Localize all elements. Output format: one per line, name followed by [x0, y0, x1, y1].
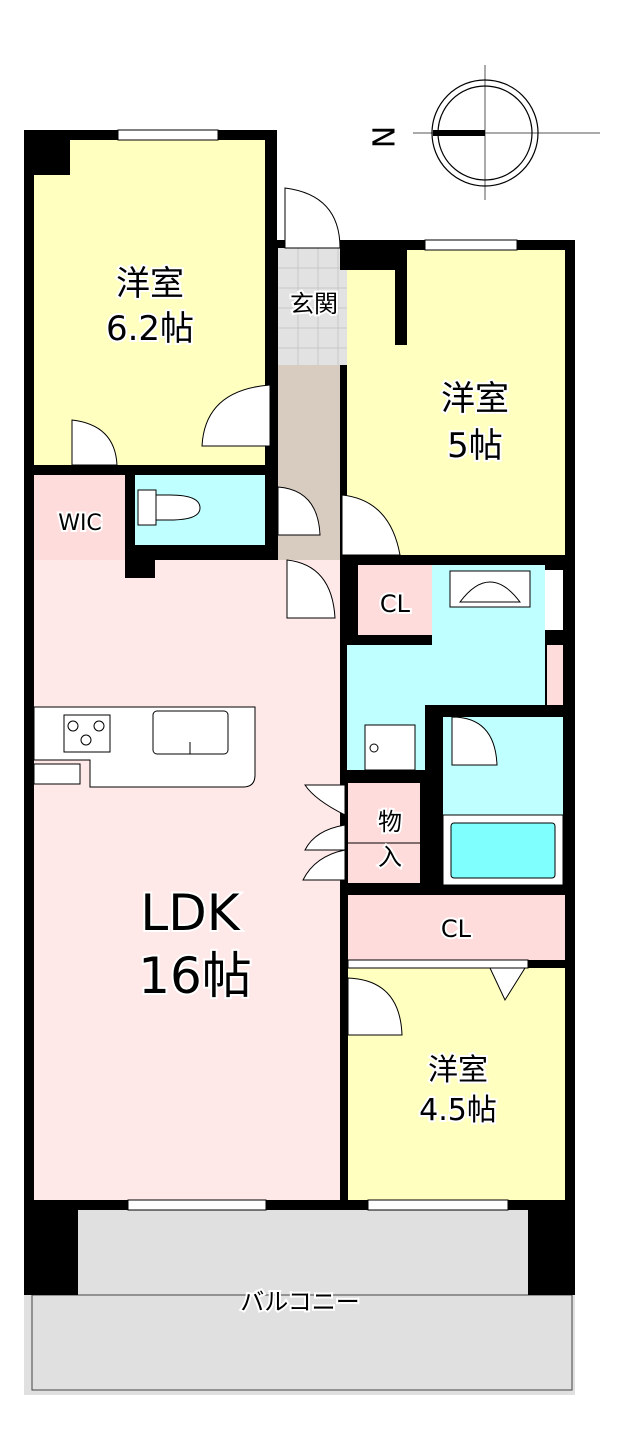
front-door[interactable]	[284, 187, 341, 249]
closet-label: CL	[380, 590, 411, 618]
compass-north-label: N	[368, 126, 403, 148]
room-name-label: LDK	[140, 884, 240, 942]
room-western-5	[347, 250, 565, 555]
room-name-label: 洋室	[428, 1053, 488, 1088]
room-name-label: 洋室	[116, 264, 184, 304]
bathtub-icon	[450, 822, 556, 879]
room-size-label: 6.2帖	[106, 309, 194, 349]
door[interactable]	[341, 494, 401, 556]
storage-label: 物	[378, 808, 402, 836]
closet-1	[358, 565, 432, 635]
window	[117, 129, 219, 141]
storage	[348, 783, 420, 883]
window	[127, 1199, 267, 1211]
room-size-label: 4.5帖	[419, 1093, 497, 1128]
room-name-label: 洋室	[441, 379, 509, 419]
room-size-label: 16帖	[138, 947, 252, 1005]
door[interactable]	[277, 486, 321, 536]
room-size-label: 5帖	[447, 426, 503, 466]
window	[424, 239, 518, 251]
storage-doors[interactable]	[302, 784, 346, 881]
entrance-label: 玄関	[290, 290, 338, 318]
toilet-icon	[137, 489, 201, 526]
washroom	[347, 565, 545, 770]
stove-icon	[63, 714, 111, 753]
room-ldk	[34, 560, 340, 1200]
storage-label: 入	[378, 843, 402, 871]
window	[367, 1199, 509, 1211]
door[interactable]	[451, 716, 498, 766]
wic	[34, 475, 125, 565]
kitchen-counter	[33, 706, 256, 788]
closet-2	[348, 895, 565, 960]
balcony-label: バルコニー	[240, 1288, 360, 1316]
door[interactable]	[286, 559, 336, 619]
balcony	[24, 1200, 575, 1395]
door[interactable]	[201, 384, 271, 447]
compass-icon: N	[366, 65, 600, 200]
washing-machine-pan-icon	[364, 724, 416, 771]
door[interactable]	[71, 419, 118, 466]
wic-label: WIC	[58, 511, 102, 536]
door[interactable]	[347, 977, 403, 1036]
closet-label: CL	[441, 915, 472, 943]
